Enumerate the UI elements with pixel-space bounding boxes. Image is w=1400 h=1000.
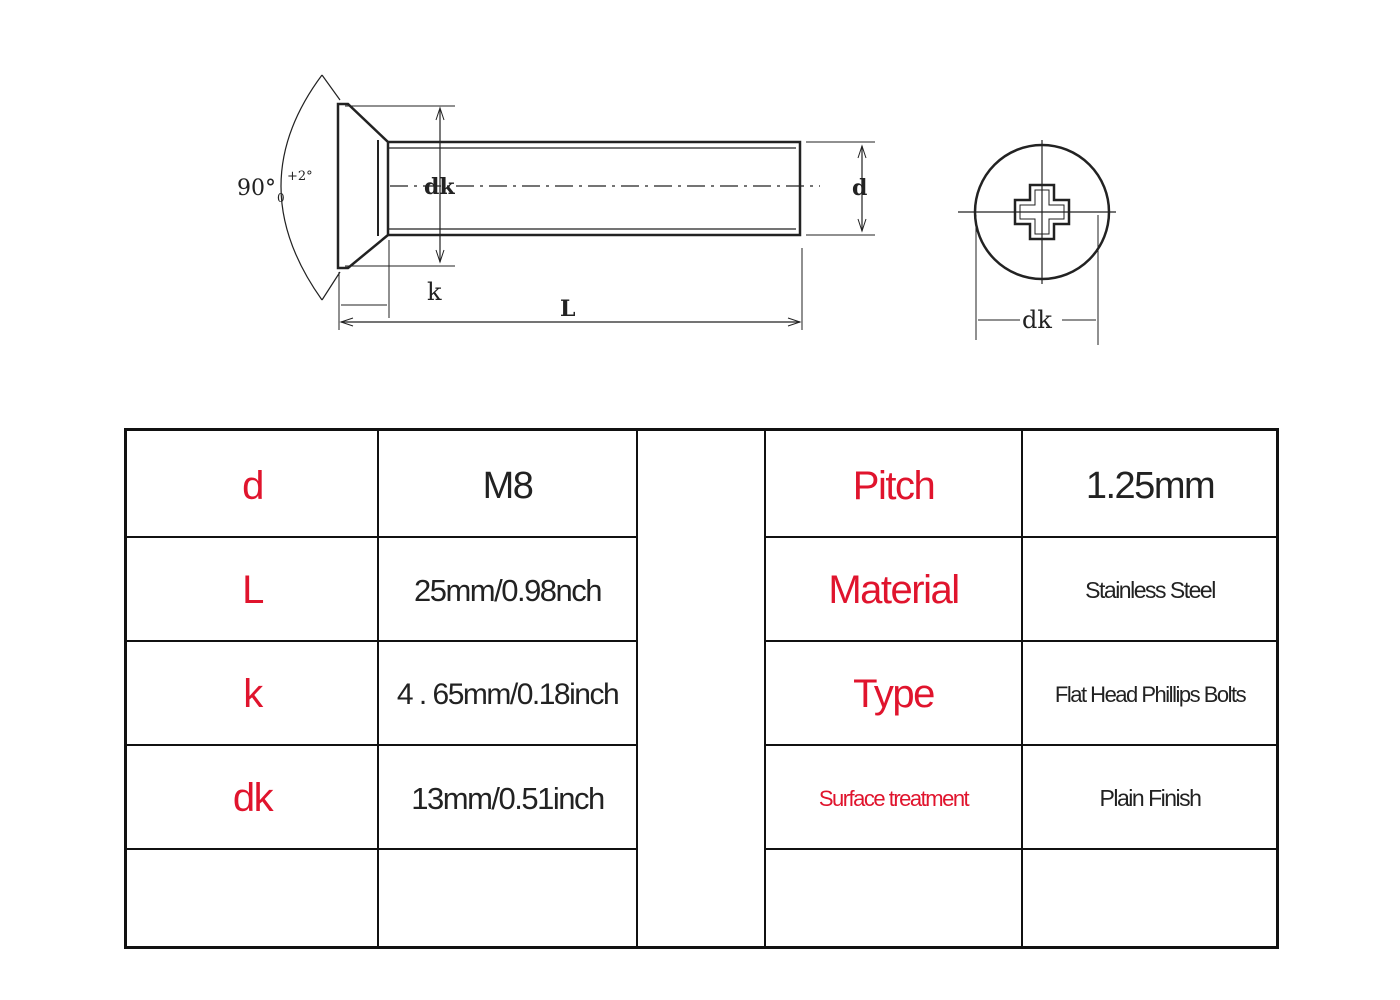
spec-label-d: d <box>242 464 264 508</box>
spec-value-L: 25mm/0.98nch <box>413 572 603 608</box>
table-row: k 4 . 65mm/0.18inch Type Flat Head Phill… <box>127 643 1276 746</box>
L-label: L <box>560 296 575 322</box>
angle-tolerance-sub: 0 <box>277 191 285 205</box>
col-divider <box>377 431 379 946</box>
col-divider <box>764 431 766 946</box>
spec-label-type: Type <box>853 672 935 716</box>
angle-arc <box>280 74 323 301</box>
spec-label-empty <box>765 851 1022 946</box>
spec-table: d M8 Pitch 1.25mm L 25mm/0.98nch Materia… <box>124 428 1279 949</box>
spec-label-L: L <box>242 568 264 612</box>
spec-value-empty <box>1022 851 1278 946</box>
spec-value-d: M8 <box>482 465 534 507</box>
k-label: k <box>427 278 442 306</box>
spec-value-pitch: 1.25mm <box>1085 465 1216 507</box>
bolt-shaft <box>388 140 802 237</box>
table-row: d M8 Pitch 1.25mm <box>127 435 1276 538</box>
table-row <box>127 851 1276 946</box>
spec-value-material: Stainless Steel <box>1085 577 1216 603</box>
d-label: d <box>852 175 867 201</box>
spec-value-empty <box>378 851 637 946</box>
spec-label-pitch: Pitch <box>852 464 936 508</box>
angle-label: 90° <box>237 176 276 201</box>
spec-label-k: k <box>243 672 263 716</box>
spec-label-dk: dk <box>232 776 274 820</box>
table-row: L 25mm/0.98nch Material Stainless Steel <box>127 539 1276 642</box>
spec-label-surface: Surface treatment <box>818 785 970 811</box>
spec-value-k: 4 . 65mm/0.18inch <box>396 677 620 711</box>
spec-label-empty <box>127 851 378 946</box>
dk-shaft-label: dk <box>424 174 455 200</box>
spec-value-surface: Plain Finish <box>1099 785 1202 811</box>
col-divider <box>1021 431 1023 946</box>
dk-label: dk <box>1022 306 1052 334</box>
bolt-technical-drawing: 90° 0 +2° dk d k L dk <box>237 74 1116 345</box>
col-divider <box>636 431 638 946</box>
spec-value-type: Flat Head Phillips Bolts <box>1054 681 1247 707</box>
bolt-head <box>336 102 390 270</box>
spec-label-material: Material <box>828 568 960 612</box>
angle-tolerance-sup: +2° <box>287 169 313 184</box>
spec-value-dk: 13mm/0.51inch <box>411 780 605 816</box>
phillips-recess <box>1013 183 1071 241</box>
table-row: dk 13mm/0.51inch Surface treatment Plain… <box>127 747 1276 850</box>
